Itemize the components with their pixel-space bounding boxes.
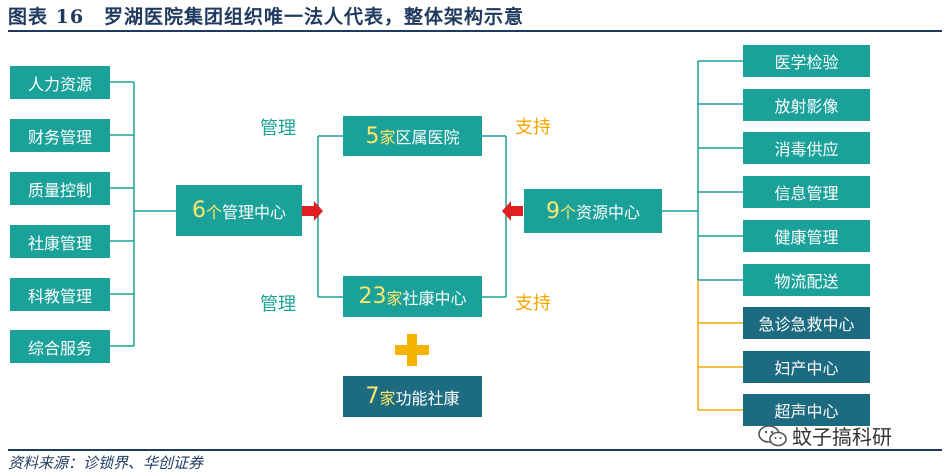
right-item-health: 健康管理 [743, 220, 870, 252]
right-item-information: 信息管理 [743, 176, 870, 208]
right-item-ultrasound: 超声中心 [743, 394, 870, 426]
right-item-obstetrics: 妇产中心 [743, 351, 870, 383]
left-item-quality: 质量控制 [10, 172, 110, 205]
functional-community-label: 功能社康 [395, 388, 460, 408]
bottom-rule [8, 449, 942, 451]
plus-icon [395, 334, 429, 366]
resource-center-unit: 个 [559, 203, 576, 222]
support-label-bottom: 支持 [515, 293, 551, 314]
top-rule [8, 30, 942, 32]
management-center-unit: 个 [205, 202, 222, 222]
right-item-sterilization: 消毒供应 [743, 132, 870, 164]
manage-label-bottom: 管理 [260, 294, 296, 315]
watermark-text: 蚊子搞科研 [792, 425, 892, 449]
source-note: 资料来源：诊锁界、华创证券 [8, 454, 204, 472]
resource-center-count: 9 [545, 198, 560, 224]
wechat-icon [758, 424, 787, 446]
left-item-hr: 人力资源 [10, 66, 110, 99]
right-item-lab: 医学检验 [743, 45, 870, 77]
community-centers-unit: 家 [386, 288, 403, 308]
arrow-left-icon [502, 201, 523, 221]
watermark: 蚊子搞科研 [758, 421, 892, 450]
functional-community-unit: 家 [379, 388, 396, 408]
community-centers-count: 23 [358, 284, 387, 309]
right-item-logistics: 物流配送 [743, 264, 870, 296]
district-hospitals-unit: 家 [379, 128, 396, 147]
left-item-finance: 财务管理 [10, 119, 110, 152]
right-item-emergency: 急诊急救中心 [743, 307, 870, 339]
community-centers-label: 社康中心 [402, 288, 467, 308]
management-center-label: 管理中心 [222, 202, 287, 222]
left-item-education: 科教管理 [10, 278, 110, 311]
management-center-count: 6 [191, 198, 206, 223]
district-hospitals-label: 区属医院 [395, 128, 460, 147]
left-item-community: 社康管理 [10, 225, 110, 258]
right-item-imaging: 放射影像 [743, 89, 870, 121]
functional-community-count: 7 [365, 384, 380, 409]
manage-label-top: 管理 [260, 118, 296, 139]
district-hospitals-count: 5 [365, 123, 380, 149]
support-label-top: 支持 [515, 117, 551, 138]
left-item-services: 综合服务 [10, 330, 110, 363]
figure-title: 图表 16 罗湖医院集团组织唯一法人代表，整体架构示意 [8, 6, 525, 28]
resource-center-label: 资源中心 [576, 203, 641, 222]
arrow-right-icon [302, 201, 323, 221]
